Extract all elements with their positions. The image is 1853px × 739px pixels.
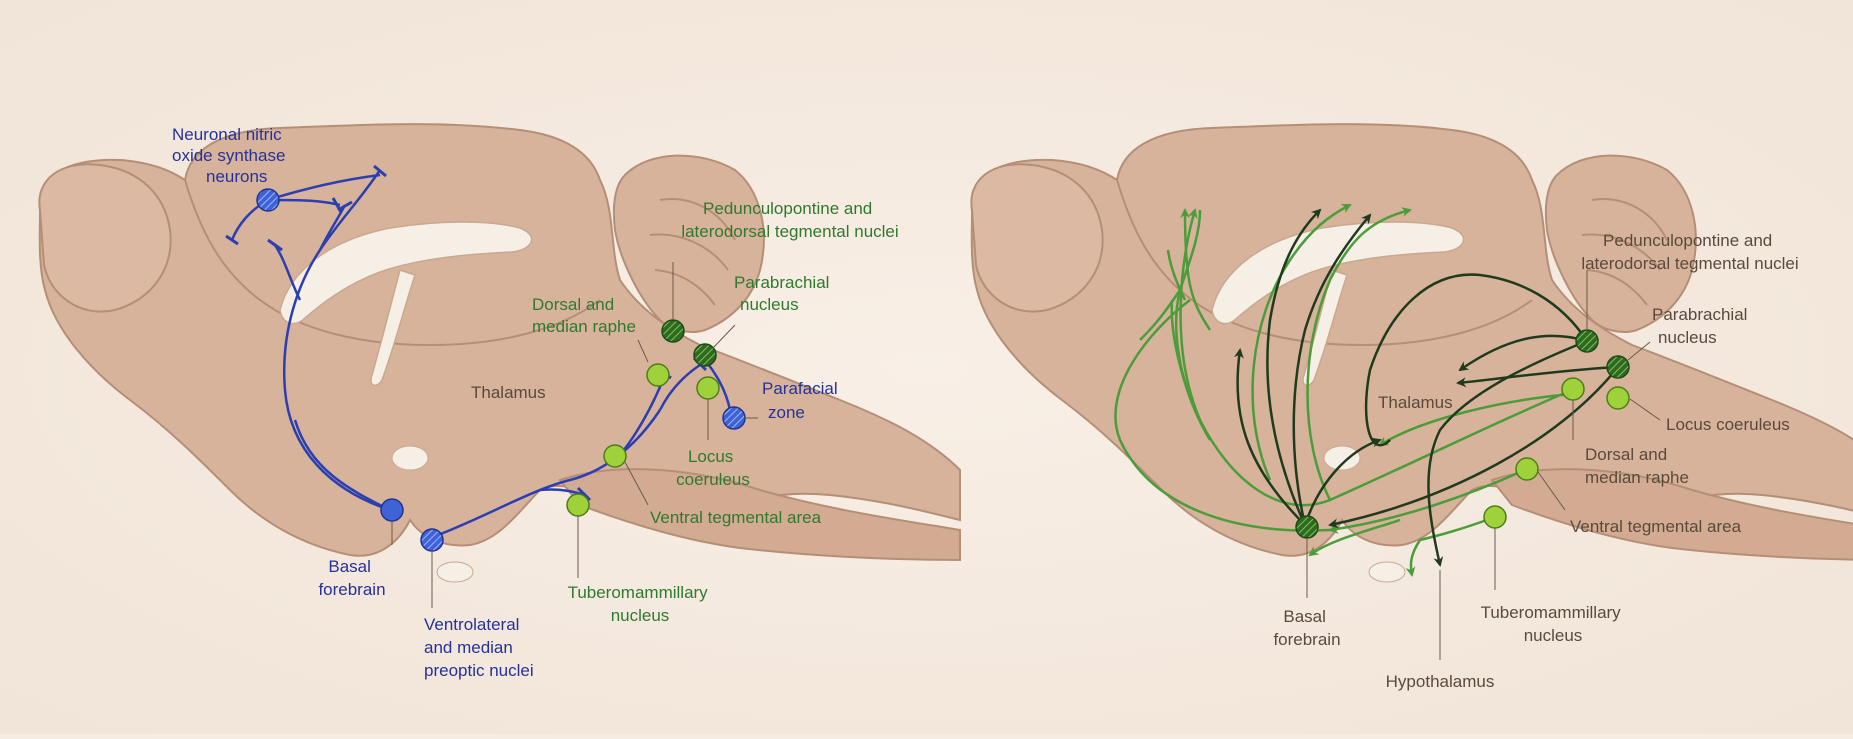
parafacial-neuron xyxy=(723,407,745,429)
right-label-vta: Ventral tegmental area xyxy=(1570,517,1742,536)
vta-neuron xyxy=(604,445,626,467)
right-label-hypothalamus: Hypothalamus xyxy=(1386,672,1495,691)
locus-coeruleus-neuron xyxy=(697,377,719,399)
right-label-thalamus: Thalamus xyxy=(1378,393,1453,412)
right-label-locus: Locus coeruleus xyxy=(1666,415,1790,434)
label-vlpo: Ventrolateral and median preoptic nuclei xyxy=(424,615,534,680)
right-locus-coeruleus-neuron xyxy=(1607,387,1629,409)
right-tmn-neuron xyxy=(1484,506,1506,528)
right-parabrachial-neuron xyxy=(1607,356,1629,378)
label-vta: Ventral tegmental area xyxy=(650,508,822,527)
nnos-neuron xyxy=(257,189,279,211)
right-basal-forebrain-neuron xyxy=(1296,516,1318,538)
vlpo-neuron xyxy=(421,529,443,551)
right-raphe-neuron xyxy=(1562,378,1584,400)
basal-forebrain-neuron xyxy=(381,499,403,521)
raphe-neuron xyxy=(647,364,669,386)
right-vta-neuron xyxy=(1516,458,1538,480)
right-ppt-ldt-neuron xyxy=(1576,330,1598,352)
ppt-ldt-neuron xyxy=(662,320,684,342)
tmn-neuron xyxy=(567,494,589,516)
parabrachial-neuron xyxy=(694,344,716,366)
label-thalamus: Thalamus xyxy=(471,383,546,402)
